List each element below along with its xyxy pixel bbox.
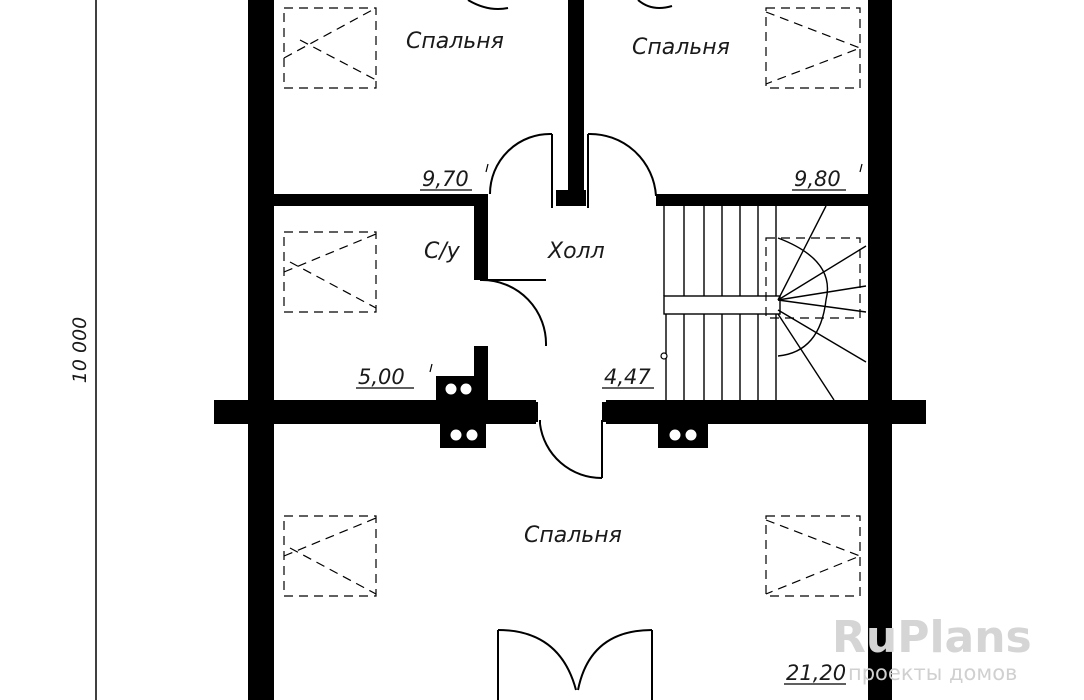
exterior-wall-left <box>248 0 274 700</box>
staircase <box>660 205 867 401</box>
window-bathroom <box>283 231 377 313</box>
walls <box>214 0 926 700</box>
room-label-bathroom: С/у <box>424 239 461 264</box>
door-top-left-partial <box>467 0 509 10</box>
window-bottom-left <box>283 515 377 597</box>
door-bedroom-right <box>587 132 657 208</box>
dimension-label: 10 000 <box>69 317 91 383</box>
area-label-bedroom-top-left: 9,70 <box>422 167 469 191</box>
wall-top-left-bedroom <box>274 194 488 206</box>
window-stair <box>765 237 861 319</box>
window-top-left <box>283 7 377 89</box>
area-label-bedroom-bottom: 21,20 <box>786 661 846 685</box>
vent-duct-left <box>440 422 486 448</box>
cross-wall-right-jamb <box>602 402 608 422</box>
wall-top-right-bedroom <box>656 194 868 206</box>
room-label-hall: Холл <box>547 239 605 264</box>
partition-top-center <box>568 0 584 196</box>
cross-wall-left <box>214 400 536 424</box>
vent-duct-right <box>658 422 708 448</box>
exterior-wall-right <box>868 0 892 700</box>
room-label-bedroom-top-left: Спальня <box>406 29 504 54</box>
door-bathroom <box>480 279 548 347</box>
area-label-bathroom: 5,00 <box>358 365 405 389</box>
watermark-brand: RuPlans <box>832 612 1032 663</box>
cross-wall-left-jamb <box>532 402 538 422</box>
room-label-bedroom-top-right: Спальня <box>632 35 730 60</box>
bathroom-wall-upper <box>474 196 488 280</box>
window-bottom-right <box>765 515 862 597</box>
door-top-right-partial <box>637 0 673 9</box>
window-top-right <box>765 7 862 89</box>
door-balcony <box>497 629 653 700</box>
area-label-bedroom-top-right: 9,80 <box>794 167 841 191</box>
vent-duct-bathroom <box>436 376 480 402</box>
room-label-bedroom-bottom: Спальня <box>524 523 622 548</box>
area-label-hall: 4,47 <box>604 365 651 389</box>
door-hall-bedroom <box>539 420 603 480</box>
partition-stub <box>556 190 586 206</box>
watermark-tagline: проекты домов <box>848 661 1017 685</box>
door-bedroom-left <box>489 132 553 208</box>
cross-wall-right <box>606 400 926 424</box>
